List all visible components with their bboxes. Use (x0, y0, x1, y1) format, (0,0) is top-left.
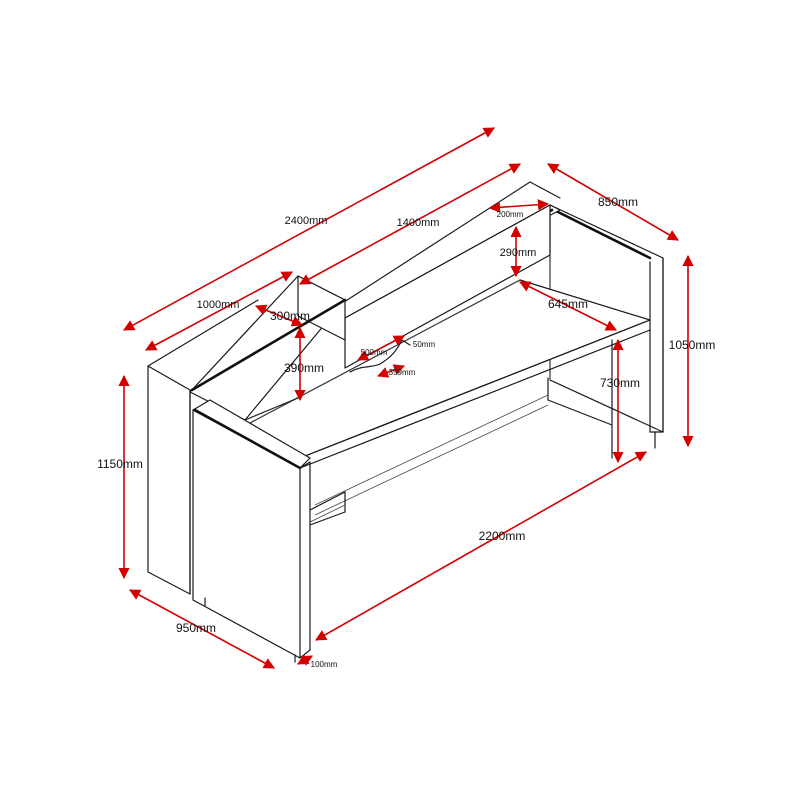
label-desk-depth: 645mm (548, 297, 588, 311)
dim-arrow-359 (376, 364, 406, 378)
label-counter-length: 1400mm (397, 217, 440, 229)
label-cutout-size-small: 50mm (413, 340, 436, 349)
left-main-block (147, 365, 191, 595)
dim-arrow-200 (488, 199, 550, 213)
label-desk-length: 2200mm (479, 529, 526, 543)
dim-arrow-2200 (315, 451, 647, 641)
dim-arrow-300 (254, 304, 304, 327)
label-ledge-height: 290mm (500, 247, 537, 259)
label-wing-length: 1000mm (197, 299, 240, 311)
dim-arrow-1400 (299, 163, 521, 285)
dim-arrow-850 (547, 163, 679, 241)
dim-arrow-100 (297, 654, 313, 666)
dim-arrow-1000 (145, 271, 293, 351)
label-total-length: 2400mm (285, 215, 328, 227)
desk-drawing (147, 181, 664, 663)
dim-arrow-950 (129, 589, 275, 669)
label-upper-height: 390mm (284, 361, 324, 375)
label-total-height-low: 1050mm (669, 338, 716, 352)
dimension-labels: 2400mm 1400mm 1000mm 850mm 200mm 290mm 3… (97, 195, 715, 669)
label-total-height-high: 1150mm (97, 457, 143, 471)
label-panel-thickness: 100mm (311, 660, 338, 669)
label-side-depth: 950mm (176, 621, 216, 635)
label-depth: 850mm (598, 195, 638, 209)
label-cutout-width: 500mm (361, 348, 388, 357)
dim-arrow-500 (357, 335, 405, 361)
label-top-ledge-width: 200mm (497, 210, 524, 219)
label-desk-height: 730mm (600, 376, 640, 390)
label-cutout-offset: 359mm (389, 368, 416, 377)
dim-arrow-645 (518, 281, 618, 331)
dimension-arrows (118, 127, 694, 669)
label-riser-depth: 300mm (270, 309, 310, 323)
